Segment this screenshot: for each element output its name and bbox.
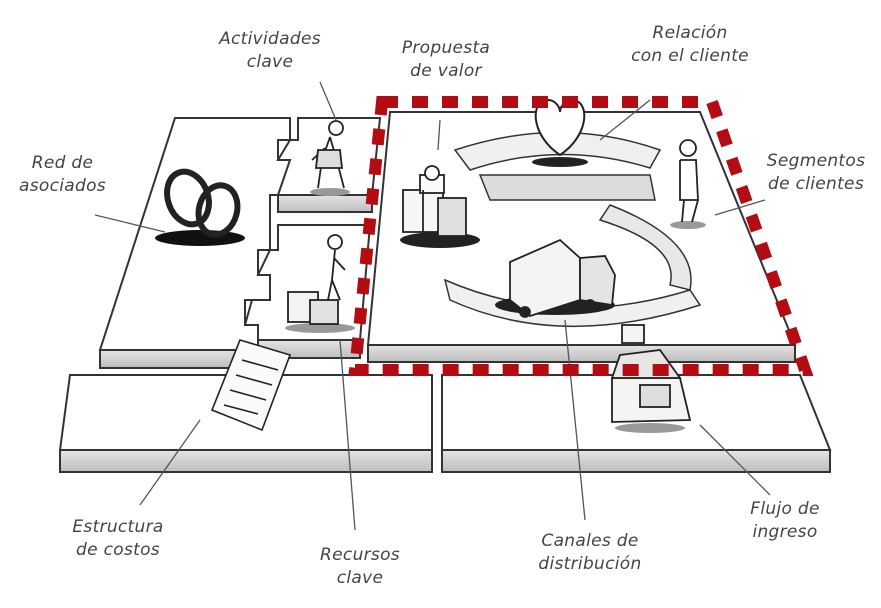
highlight-dotted-border xyxy=(348,96,814,376)
pointer-flujo xyxy=(699,424,771,496)
pointer-canales xyxy=(564,319,586,521)
delivery-truck-icon xyxy=(495,238,616,318)
pointer-recursos xyxy=(339,339,356,531)
pointer-propuesta xyxy=(437,119,441,151)
cash-register-icon xyxy=(610,324,692,433)
pointer-segmentos xyxy=(714,199,766,216)
pointer-relacion xyxy=(599,99,651,141)
pointer-actividades xyxy=(319,81,337,121)
pointer-estructura xyxy=(139,419,201,506)
person-boxes-icon xyxy=(285,234,355,333)
rings-icon xyxy=(155,168,245,246)
gift-boxes-icon xyxy=(400,165,480,248)
customer-person-icon xyxy=(670,139,706,229)
pointer-lines xyxy=(94,81,771,531)
pointer-red xyxy=(94,214,166,233)
heart-icon xyxy=(532,98,588,167)
worker-icon xyxy=(310,120,350,196)
cost-document-icon xyxy=(210,339,292,432)
